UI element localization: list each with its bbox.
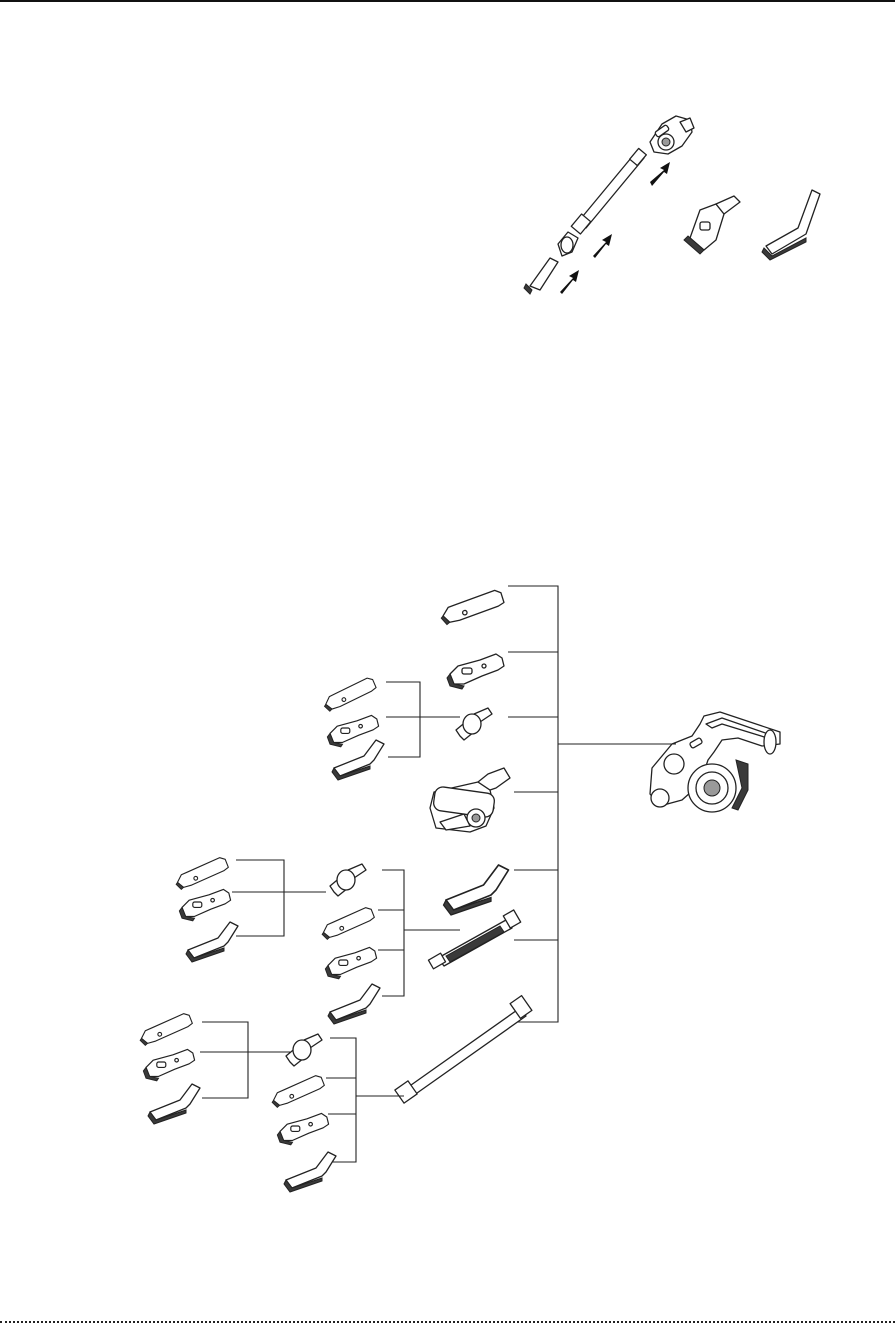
flexible-hose xyxy=(428,910,520,969)
hose-adapter-child-crevice xyxy=(173,856,231,890)
tube-adapter-child-angled xyxy=(148,1084,200,1124)
adapter-bracket xyxy=(386,682,460,757)
direct-combination-brush xyxy=(447,654,504,689)
hose-child-angled xyxy=(328,984,380,1024)
direct-crevice-tool xyxy=(439,590,506,626)
small-crevice-tool xyxy=(524,258,558,294)
hose-adapter-child-angled xyxy=(186,922,238,962)
hose-child-crevice xyxy=(319,906,377,940)
bottom-rule xyxy=(0,1321,895,1323)
accessory-tree xyxy=(137,586,780,1192)
main-unit-head xyxy=(650,116,694,154)
direct-angled-brush xyxy=(444,865,509,915)
adapter-child-crevice xyxy=(321,677,379,712)
hose-adapter-bracket xyxy=(232,860,326,936)
tube-adapter-child-crevice xyxy=(137,1012,195,1046)
direct-angle-adapter xyxy=(456,708,492,740)
long-extension-tube xyxy=(395,996,532,1104)
tube-bracket xyxy=(320,1038,404,1162)
tube-adapter-child-combination xyxy=(143,1049,194,1081)
hose-child-combination xyxy=(325,947,376,979)
hose-bracket xyxy=(378,870,460,996)
tube-child-adapter xyxy=(286,1034,322,1066)
tube-adapter-bracket xyxy=(200,1022,290,1098)
root-main-unit xyxy=(650,712,780,812)
tube-child-combination xyxy=(277,1113,328,1145)
tube-adapter xyxy=(558,232,578,256)
separate-combination-brush xyxy=(684,196,740,254)
tube-child-crevice xyxy=(269,1074,327,1108)
extension-tube xyxy=(571,148,646,234)
hose-adapter-child-combination xyxy=(179,889,230,921)
adapter-child-combination xyxy=(327,715,378,747)
assembly-illustration xyxy=(524,116,820,294)
hose-child-adapter xyxy=(330,864,366,896)
main-bracket xyxy=(508,586,676,1022)
motorized-floor-head xyxy=(430,768,510,832)
separate-angled-brush xyxy=(762,190,820,260)
tube-child-angled xyxy=(284,1152,336,1192)
